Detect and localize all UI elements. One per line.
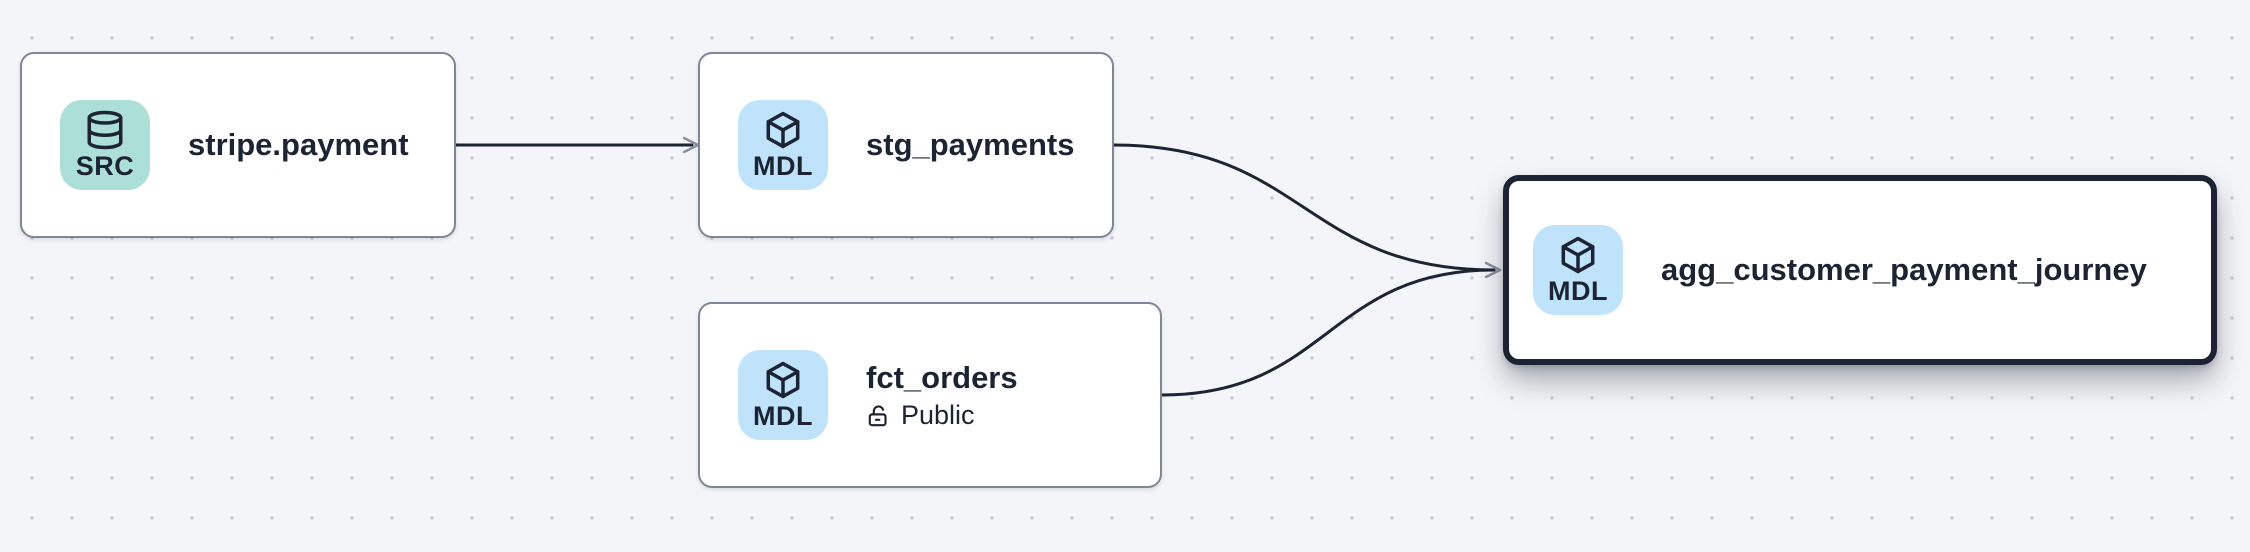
node-stg-payments[interactable]: MDL stg_payments	[698, 52, 1114, 238]
database-icon	[87, 110, 123, 149]
access-label: Public	[901, 400, 975, 431]
edge-fct-orders-to-agg-customer-payment-journey	[1160, 268, 1496, 397]
cube-icon	[766, 111, 800, 148]
node-title: stripe.payment	[188, 127, 409, 163]
node-title: agg_customer_payment_journey	[1661, 252, 2147, 288]
node-stripe-payment[interactable]: SRC stripe.payment	[20, 52, 456, 238]
node-title: fct_orders	[866, 360, 1018, 396]
badge-label: SRC	[75, 150, 135, 181]
badge-label: MDL	[753, 150, 813, 181]
badge-label: MDL	[1548, 275, 1608, 306]
node-fct-orders[interactable]: MDL fct_orders Public	[698, 302, 1162, 488]
node-agg-customer-payment-journey[interactable]: MDL agg_customer_payment_journey	[1503, 175, 2217, 365]
edge-stg-payments-to-agg-customer-payment-journey	[1112, 143, 1502, 279]
source-badge: SRC	[60, 100, 150, 190]
model-badge: MDL	[738, 350, 828, 440]
node-title: stg_payments	[866, 127, 1075, 163]
model-badge: MDL	[1533, 225, 1623, 315]
access-badge: Public	[866, 401, 1018, 431]
unlock-icon	[868, 405, 887, 427]
badge-label: MDL	[753, 400, 813, 431]
cube-icon	[1561, 236, 1595, 273]
cube-icon	[766, 361, 800, 398]
model-badge: MDL	[738, 100, 828, 190]
